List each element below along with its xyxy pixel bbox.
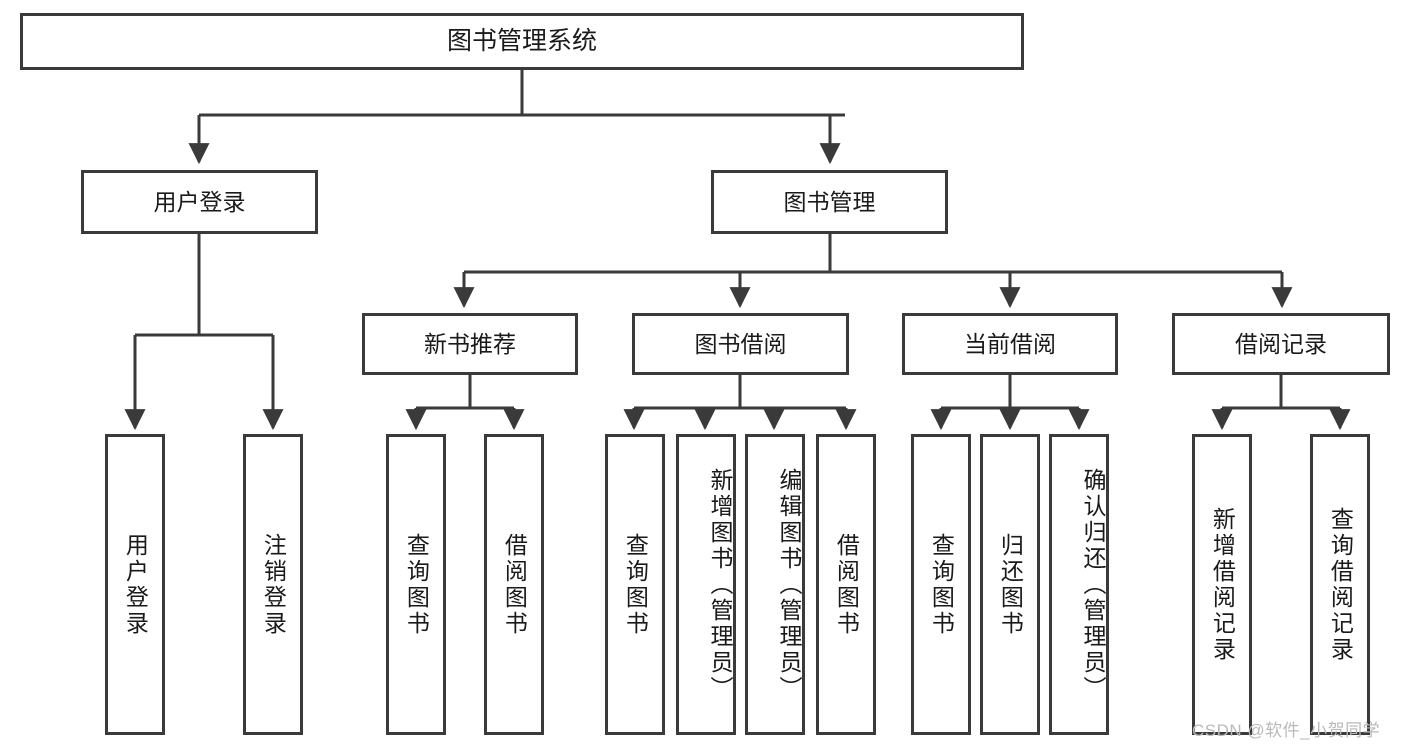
node-user-login[interactable]: 用户登录 <box>81 170 318 234</box>
leaf-borrow-query-book[interactable]: 查询图书 <box>605 434 665 735</box>
leaf-new-book-query[interactable]: 查询图书 <box>386 434 446 735</box>
leaf-borrow-borrow-book[interactable]: 借阅图书 <box>816 434 876 735</box>
leaf-user-login-logout[interactable]: 注销登录 <box>243 434 303 735</box>
leaf-current-return-book[interactable]: 归还图书 <box>980 434 1040 735</box>
leaf-user-login-signin[interactable]: 用户登录 <box>105 434 165 735</box>
leaf-new-book-borrow[interactable]: 借阅图书 <box>484 434 544 735</box>
node-new-book-recommend[interactable]: 新书推荐 <box>362 313 578 375</box>
leaf-record-add-borrow-record[interactable]: 新增借阅记录 <box>1192 434 1252 735</box>
node-root-system[interactable]: 图书管理系统 <box>20 13 1024 70</box>
node-book-borrow[interactable]: 图书借阅 <box>632 313 849 375</box>
leaf-current-confirm-return-admin[interactable]: 确认归还（管理员） <box>1049 434 1109 735</box>
leaf-borrow-edit-book-admin[interactable]: 编辑图书（管理员） <box>745 434 805 735</box>
leaf-record-query-borrow-record[interactable]: 查询借阅记录 <box>1310 434 1370 735</box>
node-borrow-record[interactable]: 借阅记录 <box>1172 313 1390 375</box>
node-current-borrow[interactable]: 当前借阅 <box>902 313 1118 375</box>
node-book-management[interactable]: 图书管理 <box>711 170 948 234</box>
watermark-text: CSDN @软件_小贺同学 <box>1192 721 1381 740</box>
leaf-borrow-add-book-admin[interactable]: 新增图书（管理员） <box>676 434 736 735</box>
leaf-current-query-book[interactable]: 查询图书 <box>911 434 971 735</box>
